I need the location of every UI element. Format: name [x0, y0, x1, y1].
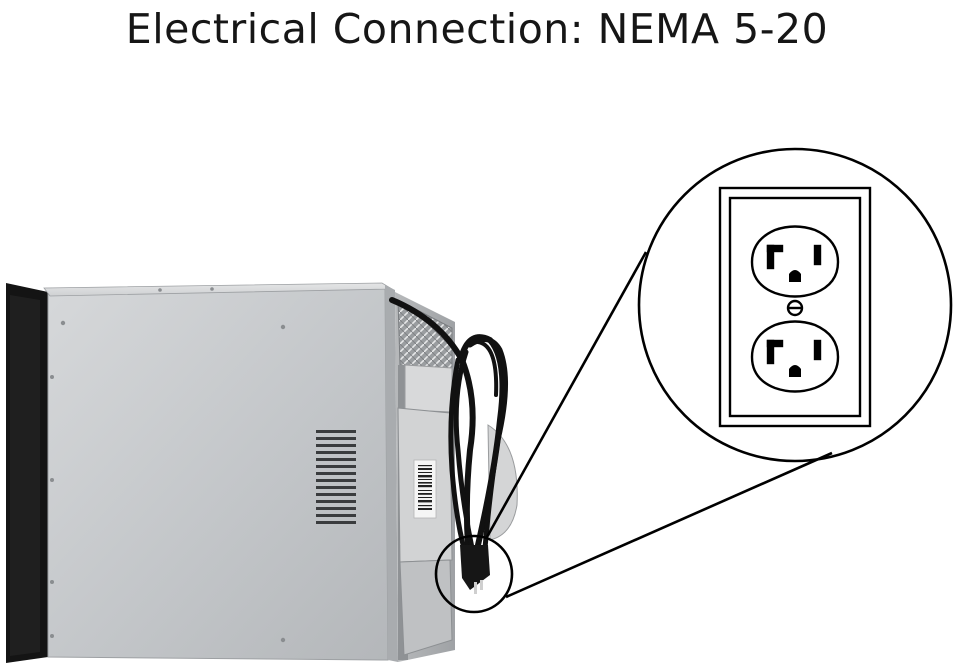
magnified-circle: [637, 147, 953, 463]
nema-5-20-outlet: [718, 186, 872, 428]
callout: [434, 147, 953, 614]
page-title: Electrical Connection: NEMA 5-20: [125, 5, 829, 53]
oven-body: [6, 282, 398, 663]
barcode-label: [413, 459, 437, 519]
center-screw: [786, 299, 804, 317]
power-cord: [389, 297, 508, 555]
upper-receptacle: [750, 225, 840, 298]
wall-plate-inner: [728, 196, 862, 418]
side-vent: [316, 430, 356, 524]
wall-plate-outer: [718, 186, 872, 428]
plug: [460, 545, 490, 594]
rear-assembly: [395, 292, 518, 662]
plug-highlight-circle: [434, 534, 514, 614]
lower-receptacle: [750, 320, 840, 393]
